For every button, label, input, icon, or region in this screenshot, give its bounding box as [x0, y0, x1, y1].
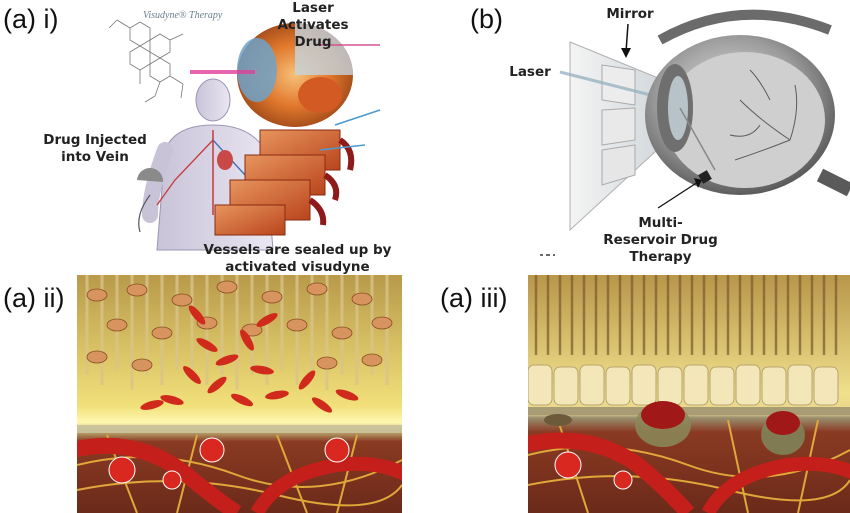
caption-mirror: Mirror	[606, 6, 654, 22]
caption-vessels-sealed: Vessels are sealed up by activated visud…	[203, 242, 392, 275]
retina-cross-section-untreated	[77, 275, 402, 513]
iv-bag	[137, 167, 164, 233]
abnormal-vessels	[140, 305, 359, 413]
caption-multi-reservoir: Multi-Reservoir Drug Therapy	[603, 215, 718, 265]
choroid-vessels	[77, 437, 402, 513]
panel-label-a-iii: (a) iii)	[440, 283, 508, 313]
reservoir-arrow	[657, 181, 699, 209]
tissue-blocks	[214, 109, 381, 236]
eye-cutaway	[237, 23, 353, 127]
caption-laser-activates-drug: Laser Activates Drug	[277, 0, 349, 50]
rpe-cells	[528, 364, 839, 406]
photoreceptor-rods	[534, 275, 838, 355]
panel-label-b: (b)	[470, 4, 503, 34]
cell-bodies	[86, 280, 393, 372]
mirror-arrow	[625, 23, 629, 53]
caption-laser: Laser	[509, 64, 551, 80]
panel-label-a-i: (a) i)	[3, 4, 59, 34]
molecule-structure	[108, 19, 184, 103]
sealed-vessel-lesions	[544, 401, 805, 455]
visudyne-therapy-illustration	[95, 0, 405, 265]
panel-label-a-ii: (a) ii)	[3, 283, 65, 313]
retina-cross-section-treated	[528, 275, 850, 513]
therapy-title: Visudyne® Therapy	[143, 10, 223, 21]
choroid-vessels	[528, 432, 850, 513]
eye-device-illustration	[540, 0, 850, 260]
caption-drug-injected: Drug Injected into Vein	[43, 132, 147, 165]
